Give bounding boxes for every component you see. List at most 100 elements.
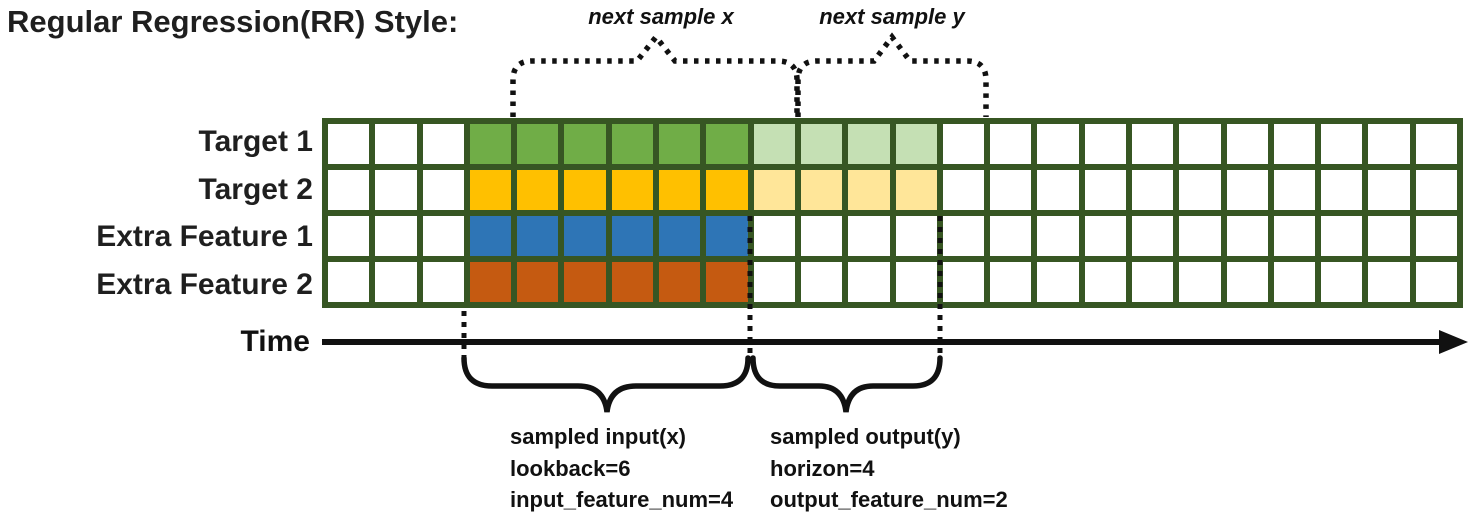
horizon-value: horizon=4 (770, 455, 875, 481)
grid-cell (800, 216, 843, 256)
grid-cell (1415, 170, 1457, 210)
time-arrow-head (1439, 330, 1468, 354)
grid-cell (1179, 216, 1221, 256)
grid-cell (422, 262, 464, 302)
grid-cell (328, 262, 370, 302)
grid-cell (1226, 124, 1268, 164)
grid-cell (1037, 170, 1079, 210)
sampled-input-title: sampled input(x) (510, 424, 687, 449)
grid-cell (1131, 262, 1174, 302)
grid-cell (1131, 124, 1174, 164)
grid-cell (753, 216, 795, 256)
input-feature-num-value: input_feature_num=4 (510, 487, 734, 512)
grid-cell (1131, 216, 1174, 256)
grid-cell (1179, 124, 1221, 164)
grid-cell (611, 170, 654, 210)
grid-cell (990, 124, 1032, 164)
grid-cell (1415, 124, 1457, 164)
sampled-input-info: sampled input(x) lookback=6 input_featur… (510, 421, 733, 516)
grid-cell (1179, 170, 1221, 210)
grid-cell (469, 170, 512, 210)
grid-cell (517, 170, 559, 210)
sampled-output-title: sampled output(y) (770, 424, 961, 449)
annotation-next-sample-y: next sample y (819, 4, 965, 29)
grid-cell (469, 124, 512, 164)
grid-cell (800, 124, 843, 164)
grid-cell (800, 170, 843, 210)
grid-cell (469, 216, 512, 256)
grid-cell (942, 170, 985, 210)
grid-cell (517, 216, 559, 256)
grid-cell (848, 216, 890, 256)
grid-cell (1037, 262, 1079, 302)
grid-cell (800, 262, 843, 302)
grid-cell (1321, 124, 1363, 164)
grid-cell (848, 124, 890, 164)
grid-cell (895, 216, 937, 256)
grid-cell (375, 262, 417, 302)
grid-cell (1273, 262, 1316, 302)
grid-cell (1084, 170, 1126, 210)
grid-cell (990, 170, 1032, 210)
next-sample-x-brace (510, 32, 800, 117)
grid-cell (1226, 170, 1268, 210)
output-feature-num-value: output_feature_num=2 (770, 487, 1008, 512)
grid-cell (848, 262, 890, 302)
row-label-extra-feature-2: Extra Feature 2 (96, 267, 313, 301)
sampled-input-brace (461, 355, 751, 413)
grid-cell (375, 216, 417, 256)
grid-cell (1037, 124, 1079, 164)
grid-cell (659, 216, 701, 256)
grid-cell (753, 262, 795, 302)
sampled-output-brace (750, 355, 943, 413)
grid-cell (1368, 170, 1410, 210)
grid-cell (1415, 216, 1457, 256)
row-label-target-2: Target 2 (198, 172, 313, 206)
grid-cell (895, 124, 937, 164)
grid-cell (706, 124, 748, 164)
grid-cell (1273, 170, 1316, 210)
grid-cell (1368, 216, 1410, 256)
grid-cell (1415, 262, 1457, 302)
grid-cell (1226, 216, 1268, 256)
grid-cell (564, 170, 606, 210)
grid-cell (1368, 124, 1410, 164)
grid-cell (611, 262, 654, 302)
grid-cell (848, 170, 890, 210)
grid-cell (564, 124, 606, 164)
grid-cell (753, 124, 795, 164)
sampled-output-info: sampled output(y) horizon=4 output_featu… (770, 421, 1008, 516)
grid-cell (375, 170, 417, 210)
grid-cell (659, 170, 701, 210)
grid-cell (1037, 216, 1079, 256)
grid-cell (1226, 262, 1268, 302)
time-axis-label: Time (240, 325, 310, 358)
grid-cell (328, 124, 370, 164)
grid-cell (611, 124, 654, 164)
grid-cell (1084, 262, 1126, 302)
row-label-target-1: Target 1 (198, 125, 313, 158)
grid-cell (942, 262, 985, 302)
grid-cell (942, 216, 985, 256)
sample-grid (322, 118, 1463, 308)
grid-cell (990, 216, 1032, 256)
grid-cell (753, 170, 795, 210)
grid-cell (469, 262, 512, 302)
page-title: Regular Regression(RR) Style: (7, 4, 459, 39)
grid-cell (328, 170, 370, 210)
grid-cell (1084, 216, 1126, 256)
grid-cell (659, 262, 701, 302)
grid-cell (1131, 170, 1174, 210)
grid-cell (611, 216, 654, 256)
next-sample-y-brace (795, 32, 989, 117)
grid-cell (564, 262, 606, 302)
grid-cell (564, 216, 606, 256)
grid-cell (422, 216, 464, 256)
row-label-extra-feature-1: Extra Feature 1 (96, 220, 313, 253)
grid-cell (328, 216, 370, 256)
grid-cell (1084, 124, 1126, 164)
grid-cell (422, 170, 464, 210)
grid-cell (517, 262, 559, 302)
grid-cell (1273, 216, 1316, 256)
